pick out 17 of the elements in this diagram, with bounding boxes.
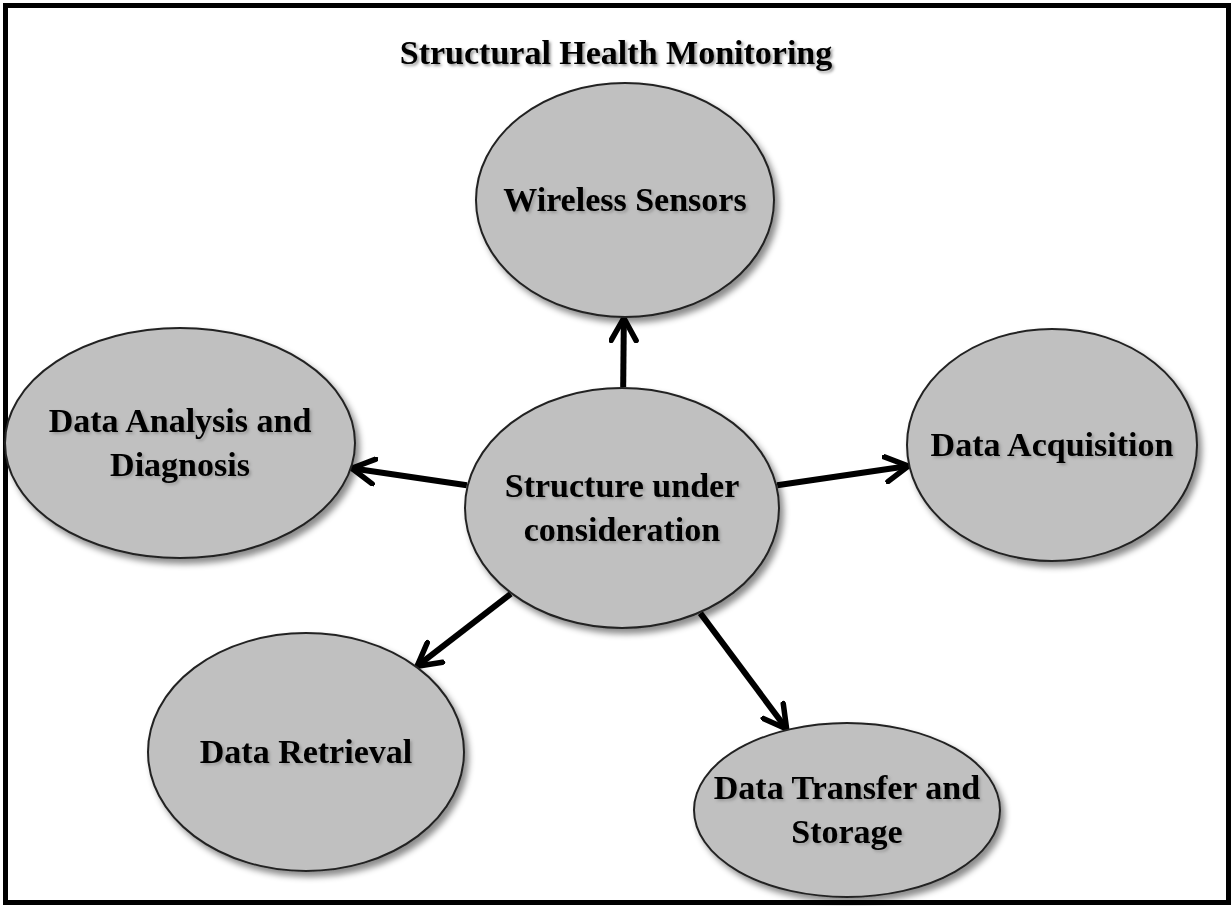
ellipse-node xyxy=(147,632,465,872)
node-label: Data Transfer and Storage xyxy=(712,767,982,852)
node-label: Structure under consideration xyxy=(503,465,741,550)
arrow xyxy=(608,315,639,388)
arrow xyxy=(414,591,513,669)
ellipse-node xyxy=(906,328,1198,562)
diagram-title: Structural Health Monitoring xyxy=(398,34,834,72)
ellipse-node xyxy=(475,82,775,318)
node-label: Data Acquisition xyxy=(929,424,1175,465)
node-label: Data Analysis and Diagnosis xyxy=(47,400,313,485)
ellipse-node xyxy=(693,722,1001,898)
node-label: Data Retrieval xyxy=(198,731,414,772)
node-label: Wireless Sensors xyxy=(502,179,748,220)
ellipse-node xyxy=(4,327,356,559)
arrow xyxy=(349,456,468,489)
ellipse-node xyxy=(464,387,780,629)
arrow xyxy=(697,611,790,732)
